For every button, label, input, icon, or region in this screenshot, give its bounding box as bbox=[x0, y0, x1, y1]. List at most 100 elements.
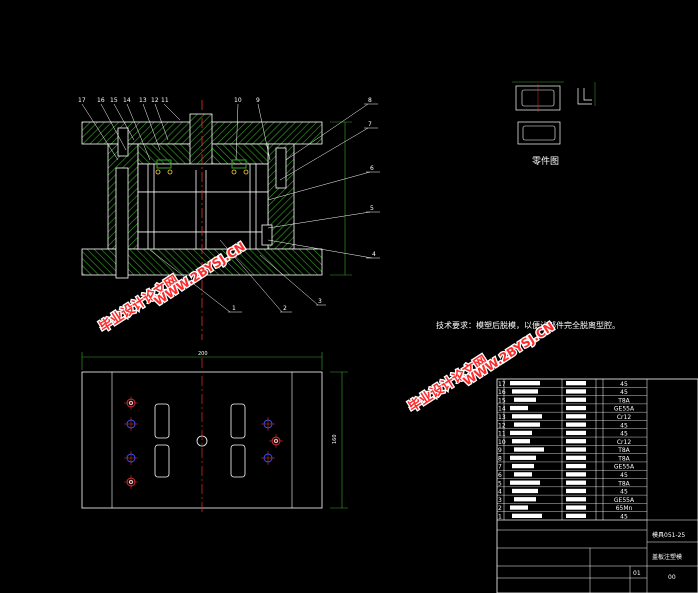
bom-row-standard-block bbox=[566, 439, 586, 444]
bom-row-material: T8A bbox=[617, 480, 630, 487]
bom-row-name-block bbox=[514, 397, 536, 402]
bom-row-number: 10 bbox=[498, 439, 506, 446]
bom-row-standard-block bbox=[566, 480, 586, 485]
bom-row-material: T8A bbox=[617, 455, 630, 462]
bom-row-standard-block bbox=[566, 497, 586, 502]
bom-row-standard-block bbox=[566, 447, 586, 452]
callout-17: 17 bbox=[78, 97, 86, 104]
bom-row-number: 5 bbox=[498, 480, 502, 487]
bom-row-material: 45 bbox=[620, 422, 628, 429]
bom-row-number: 17 bbox=[498, 381, 506, 388]
bom-row-material: 65Mn bbox=[616, 505, 633, 512]
bom-row-standard-block bbox=[566, 488, 586, 494]
technical-requirements: 技术要求：模塑后脱模，以便让部件完全脱离型腔。 bbox=[436, 320, 620, 330]
bom-row-material: 45 bbox=[620, 381, 628, 388]
bom-row-number: 2 bbox=[498, 505, 502, 512]
title-drawing-no: 模具051-25 bbox=[652, 531, 685, 539]
bom-row-name-block bbox=[510, 505, 528, 510]
callout-1: 1 bbox=[232, 305, 236, 312]
bom-row-number: 7 bbox=[498, 464, 502, 471]
bom-row-number: 12 bbox=[498, 422, 506, 429]
title-name: 盖板注塑模 bbox=[652, 553, 682, 561]
bom-row-material: GE55A bbox=[614, 406, 635, 413]
bom-row-number: 16 bbox=[498, 389, 506, 396]
bom-row-material: 45 bbox=[620, 514, 628, 521]
callout-8: 8 bbox=[368, 97, 372, 104]
callout-12: 12 bbox=[151, 97, 159, 104]
bom-row-standard-block bbox=[566, 405, 586, 411]
bom-row-number: 4 bbox=[498, 489, 502, 496]
callout-10: 10 bbox=[234, 97, 242, 104]
bom-row-name-block bbox=[510, 405, 528, 411]
bom-row-number: 13 bbox=[498, 414, 506, 421]
bom-row-standard-block bbox=[566, 414, 586, 419]
mold-section-view: 17 16 15 14 13 12 11 10 9 8 7 6 5 4 1 2 … bbox=[78, 97, 380, 340]
callout-15: 15 bbox=[110, 97, 118, 104]
callout-5: 5 bbox=[370, 205, 374, 212]
bom-row-name-block bbox=[514, 447, 544, 452]
bom-row-name-block bbox=[512, 414, 542, 419]
watermark-2-line1: 毕业设计论文网 bbox=[405, 352, 490, 415]
bom-row-number: 6 bbox=[498, 472, 502, 479]
callout-16: 16 bbox=[97, 97, 105, 104]
dimension-height: 160 bbox=[332, 434, 338, 444]
bom-row-name-block bbox=[514, 497, 536, 502]
bom-row-standard-block bbox=[566, 389, 586, 394]
bom-row-material: GE55A bbox=[614, 497, 635, 504]
bom-row-material: 45 bbox=[620, 431, 628, 438]
bom-row-name-block bbox=[510, 430, 532, 436]
bom-row-material: Cr12 bbox=[617, 439, 631, 446]
bom-row-name-block bbox=[512, 463, 534, 469]
bom-row-material: T8A bbox=[617, 397, 630, 404]
bom-row-standard-block bbox=[566, 381, 586, 386]
bom-row-material: T8A bbox=[617, 447, 630, 454]
bom-row-name-block bbox=[510, 381, 540, 386]
bom-row-material: 45 bbox=[620, 472, 628, 479]
bom-row-number: 1 bbox=[498, 514, 502, 521]
bom-row-standard-block bbox=[566, 422, 586, 427]
bom-row-standard-block bbox=[566, 463, 586, 469]
mold-plan-view: 200 160 bbox=[81, 351, 348, 515]
bom-row-standard-block bbox=[566, 455, 586, 460]
bom-row-material: 45 bbox=[620, 389, 628, 396]
bom-row-name-block bbox=[514, 472, 532, 477]
bom-row-number: 8 bbox=[498, 455, 502, 462]
callout-13: 13 bbox=[139, 97, 147, 104]
title-scale: 00 bbox=[668, 574, 676, 581]
part-drawing: 零件图 bbox=[512, 81, 596, 167]
bom-row-name-block bbox=[510, 480, 540, 485]
bom-row-name-block bbox=[512, 439, 530, 444]
bom-row-material: Cr12 bbox=[617, 414, 631, 421]
callout-4: 4 bbox=[372, 251, 376, 258]
bom-row-name-block bbox=[512, 488, 538, 494]
bom-row-name-block bbox=[512, 389, 538, 394]
title-sheet: 01 bbox=[633, 570, 641, 577]
bom-row-number: 11 bbox=[498, 431, 506, 438]
callout-9: 9 bbox=[256, 97, 260, 104]
bom-row-standard-block bbox=[566, 430, 586, 436]
bom-row-standard-block bbox=[566, 505, 586, 510]
bom-row-material: 45 bbox=[620, 489, 628, 496]
bom-row-name-block bbox=[510, 455, 536, 460]
bom-row-material: GE55A bbox=[614, 464, 635, 471]
bom-row-standard-block bbox=[566, 513, 586, 518]
bom-row-standard-block bbox=[566, 397, 586, 402]
watermark-1-line1: 毕业设计论文网 bbox=[96, 272, 181, 335]
bom-row-number: 14 bbox=[498, 406, 506, 413]
callout-14: 14 bbox=[123, 97, 131, 104]
bom-row-number: 15 bbox=[498, 397, 506, 404]
dimension-width: 200 bbox=[198, 351, 208, 357]
bom-row-number: 9 bbox=[498, 447, 502, 454]
callout-2: 2 bbox=[283, 305, 287, 312]
part-drawing-label: 零件图 bbox=[532, 155, 559, 167]
bom-row-standard-block bbox=[566, 472, 586, 477]
bom-row-name-block bbox=[512, 513, 542, 518]
callout-6: 6 bbox=[370, 165, 374, 172]
callout-7: 7 bbox=[368, 121, 372, 128]
bom-row-number: 3 bbox=[498, 497, 502, 504]
callout-11: 11 bbox=[161, 97, 169, 104]
bom-row-name-block bbox=[514, 422, 540, 427]
